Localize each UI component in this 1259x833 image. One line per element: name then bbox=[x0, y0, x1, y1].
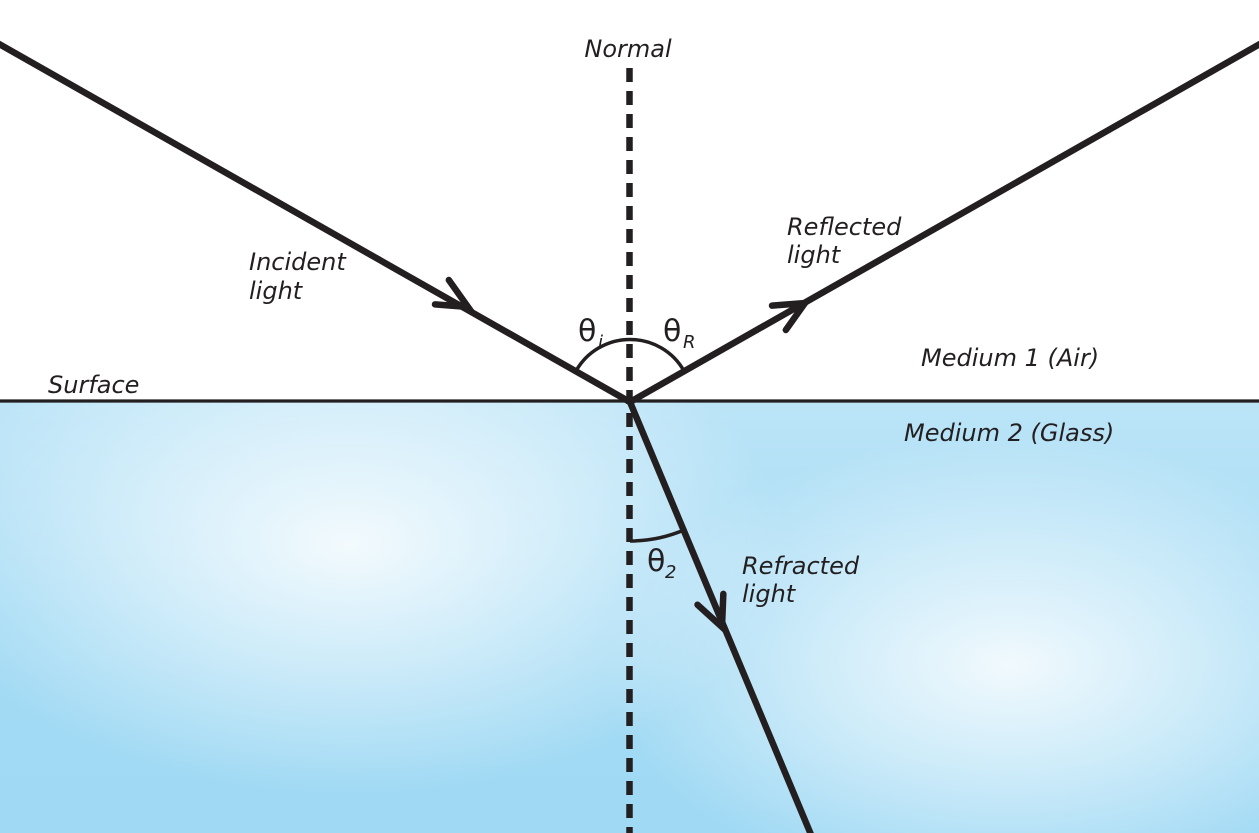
reflected-ray-arrow-icon bbox=[768, 299, 812, 334]
glass-highlight-left bbox=[0, 295, 790, 795]
incidence-reflection-angle-arc bbox=[574, 337, 686, 372]
theta-i-symbol: θ bbox=[578, 314, 596, 349]
theta-2-symbol: θ bbox=[647, 544, 665, 579]
theta-2-subscript: 2 bbox=[665, 562, 676, 583]
incident-ray-arrow-icon bbox=[431, 276, 475, 311]
medium1-label: Medium 1 (Air) bbox=[921, 344, 1099, 372]
incident-ray bbox=[0, 40, 632, 405]
refracted-light-label-line1: Refracted bbox=[742, 552, 860, 580]
glass-highlight-right bbox=[600, 435, 1259, 833]
theta-r-subscript: R bbox=[683, 332, 696, 353]
medium2-label: Medium 2 (Glass) bbox=[904, 419, 1114, 447]
reflected-light-label-line1: Reflected bbox=[787, 213, 902, 241]
refracted-light-label-line2: light bbox=[742, 580, 797, 608]
theta-i-subscript: i bbox=[598, 332, 603, 353]
refracted-ray-arrow-icon bbox=[694, 590, 727, 635]
normal-label: Normal bbox=[584, 35, 672, 63]
incident-light-label-line2: light bbox=[249, 277, 304, 305]
reflected-light-label-line2: light bbox=[787, 241, 842, 269]
incident-light-label-line1: Incident bbox=[249, 248, 347, 276]
surface-label: Surface bbox=[48, 371, 139, 399]
theta-r-symbol: θ bbox=[663, 314, 681, 349]
reflected-ray bbox=[628, 40, 1259, 405]
